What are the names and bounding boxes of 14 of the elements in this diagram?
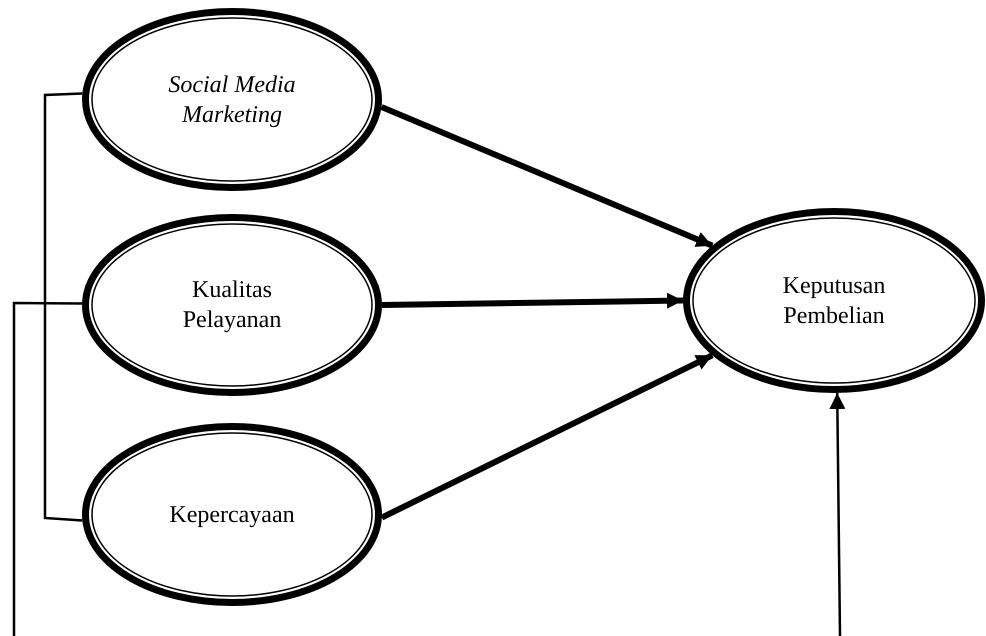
arrow <box>380 104 714 248</box>
node-label: Keputusan Pembelian <box>782 272 886 330</box>
connector-line <box>44 92 82 522</box>
ellipse-node <box>82 8 382 191</box>
arrow <box>380 352 714 520</box>
arrow <box>829 392 846 636</box>
node-label: Social Media Marketing <box>167 70 297 130</box>
node-label: Kepercayaan <box>169 500 295 530</box>
node-label: Kualitas Pelayanan <box>182 276 282 335</box>
ellipse-node <box>82 214 382 396</box>
connector-line <box>12 302 82 636</box>
arrow <box>382 292 684 309</box>
ellipse-node <box>683 208 985 393</box>
ellipse-node <box>82 423 382 606</box>
